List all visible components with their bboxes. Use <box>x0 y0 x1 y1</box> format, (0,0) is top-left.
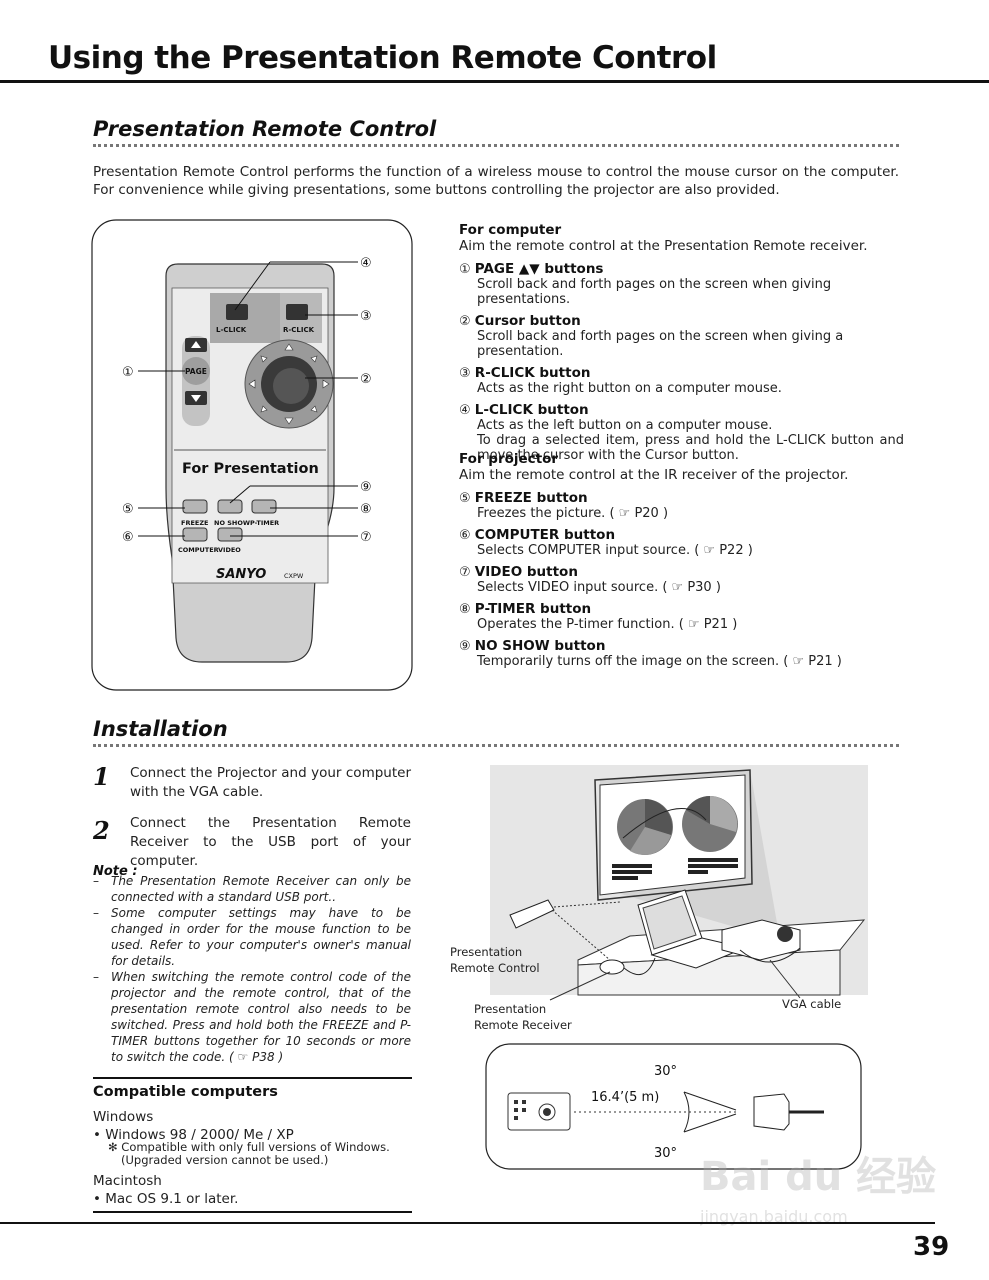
range-distance: 16.4’(5 m) <box>591 1090 659 1105</box>
computer-label: COMPUTER <box>178 546 219 554</box>
note-item: When switching the remote control code o… <box>93 969 411 1065</box>
callout-6: ⑥ <box>122 530 134 545</box>
freeze-label: FREEZE <box>181 519 208 527</box>
item-computer: ⑥ COMPUTER button Selects COMPUTER input… <box>459 527 753 559</box>
page-label: PAGE <box>185 367 207 376</box>
step-number-2: 2 <box>93 816 110 845</box>
callout-2: ② <box>360 372 372 387</box>
label-presentation-remote-1: Presentation <box>450 945 522 959</box>
brand-label: SANYO <box>216 567 266 582</box>
callout-3: ③ <box>360 309 372 324</box>
page-title: Using the Presentation Remote Control <box>48 40 717 76</box>
step-text-1: Connect the Projector and your computer … <box>130 765 411 800</box>
item-lclick: ④ L-CLICK button Acts as the left button… <box>459 402 904 464</box>
section-heading-installation: Installation <box>93 717 228 741</box>
for-computer-desc: Aim the remote control at the Presentati… <box>459 238 868 254</box>
item-ptimer: ⑧ P-TIMER button Operates the P-timer fu… <box>459 601 738 633</box>
callout-7: ⑦ <box>360 530 372 545</box>
compat-rule-bottom <box>93 1211 412 1213</box>
callout-5: ⑤ <box>122 502 134 517</box>
item-noshow: ⑨ NO SHOW button Temporarily turns off t… <box>459 638 842 670</box>
label-receiver-1: Presentation <box>474 1002 546 1016</box>
ptimer-label: P-TIMER <box>250 519 279 527</box>
note-item: Some computer settings may have to be ch… <box>93 905 411 969</box>
for-presentation-label: For Presentation <box>182 461 319 477</box>
dotted-rule-2 <box>93 744 899 747</box>
item-video: ⑦ VIDEO button Selects VIDEO input sourc… <box>459 564 721 596</box>
range-diagram: 30° 30° 16.4’(5 m) <box>485 1043 862 1170</box>
label-presentation-remote-2: Remote Control <box>450 961 540 975</box>
noshow-label: NO SHOW <box>214 519 250 527</box>
windows-note-1: ✻ Compatible with only full versions of … <box>108 1140 390 1154</box>
item-rclick: ③ R-CLICK button Acts as the right butto… <box>459 365 782 397</box>
remote-control-diagram: L-CLICK R-CLICK PAGE For Presentation FR… <box>91 219 413 691</box>
callout-8: ⑧ <box>360 502 372 517</box>
setup-illustration: Presentation Remote Control Presentation… <box>450 765 868 1032</box>
compat-rule-top <box>93 1077 412 1079</box>
note-item: The Presentation Remote Receiver can onl… <box>93 873 411 905</box>
watermark-url: jingyan.baidu.com <box>700 1207 848 1226</box>
lclick-label: L-CLICK <box>216 326 247 334</box>
windows-label: Windows <box>93 1109 154 1125</box>
remote-intro: Presentation Remote Control performs the… <box>93 164 899 198</box>
bottom-rule <box>0 1222 935 1224</box>
step-text-2: Connect the Presentation Remote Receiver… <box>130 815 411 869</box>
dotted-rule <box>93 144 899 147</box>
callout-9: ⑨ <box>360 480 372 495</box>
angle-bottom: 30° <box>654 1146 677 1161</box>
for-projector-heading: For projector <box>459 451 559 467</box>
baidu-watermark: Bai du 经验 jingyan.baidu.com <box>700 1154 936 1226</box>
title-rule <box>0 80 989 83</box>
item-page: ① PAGE ▲▼ buttons Scroll back and forth … <box>459 261 832 308</box>
windows-versions: • Windows 98 / 2000/ Me / XP <box>93 1127 294 1143</box>
for-computer-heading: For computer <box>459 222 562 238</box>
label-vga-cable: VGA cable <box>782 997 841 1011</box>
angle-top: 30° <box>654 1064 677 1079</box>
for-projector-desc: Aim the remote control at the IR receive… <box>459 467 849 483</box>
callout-4: ④ <box>360 256 372 271</box>
note-list: The Presentation Remote Receiver can onl… <box>93 873 411 1065</box>
mac-versions: • Mac OS 9.1 or later. <box>93 1191 239 1207</box>
model-label: CXPW <box>284 572 304 580</box>
mac-label: Macintosh <box>93 1173 162 1189</box>
windows-note-2: (Upgraded version cannot be used.) <box>121 1153 329 1167</box>
step-number-1: 1 <box>93 762 110 791</box>
item-freeze: ⑤ FREEZE button Freezes the picture. ( ☞… <box>459 490 669 522</box>
item-cursor: ② Cursor button Scroll back and forth pa… <box>459 313 844 360</box>
section-heading-remote: Presentation Remote Control <box>93 117 437 141</box>
rclick-label: R-CLICK <box>283 326 315 334</box>
compat-heading: Compatible computers <box>93 1084 278 1100</box>
callout-1: ① <box>122 365 134 380</box>
watermark-logo: Bai du 经验 <box>700 1154 936 1200</box>
page-number: 39 <box>913 1232 950 1262</box>
label-receiver-2: Remote Receiver <box>474 1018 572 1032</box>
video-label: VIDEO <box>218 546 241 554</box>
